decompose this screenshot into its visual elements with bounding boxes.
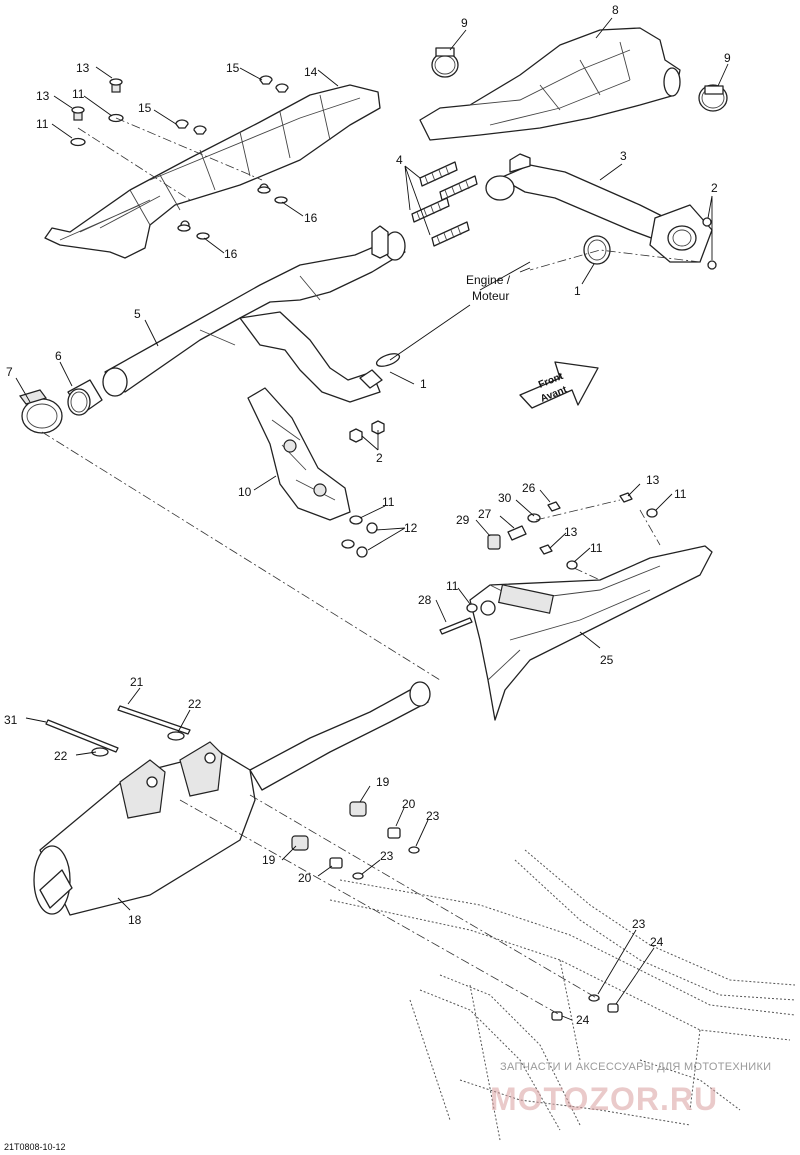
gasket-part-1-lower	[375, 353, 401, 367]
callout-7: 7	[6, 365, 13, 379]
leader-lines	[15, 17, 729, 1021]
heat-shield-part-10	[247, 387, 351, 521]
callout-2: 2	[711, 181, 718, 195]
callout-9: 9	[724, 51, 731, 65]
watermark-tagline: ЗАПЧАСТИ И АКСЕССУАРЫ ДЛЯ МОТОТЕХНИКИ	[500, 1061, 771, 1073]
clamp-part-7	[19, 389, 63, 434]
heat-shield-part-25	[469, 545, 713, 721]
engine-note-line2: Moteur	[472, 289, 509, 303]
gasket-part-1-upper	[583, 235, 611, 265]
callout-16: 16	[224, 247, 238, 261]
front-direction-arrow	[519, 361, 599, 409]
sleeve-part-6	[67, 379, 103, 416]
engine-note-line1: Engine /	[466, 273, 511, 287]
callout-22: 22	[188, 697, 202, 711]
callout-19: 19	[262, 853, 276, 867]
callout-labels: 1 1 2 2 3 4 5 6 7 8 9 9 10 11 11 11 11 1…	[4, 3, 771, 1152]
washers-part-11-12	[341, 515, 378, 558]
y-pipe-part-5	[102, 225, 406, 403]
callout-11: 11	[36, 117, 49, 131]
callout-26: 26	[522, 481, 536, 495]
callout-11: 11	[446, 579, 459, 593]
callout-13: 13	[646, 473, 660, 487]
callout-11: 11	[72, 87, 85, 101]
springs-part-4	[411, 161, 478, 247]
assembly-lines	[41, 117, 701, 1016]
callout-15: 15	[226, 61, 240, 75]
callout-2: 2	[376, 451, 383, 465]
callout-11: 11	[674, 487, 687, 501]
callout-5: 5	[134, 307, 141, 321]
callout-14: 14	[304, 65, 318, 79]
callout-10: 10	[238, 485, 252, 499]
callout-30: 30	[498, 491, 512, 505]
callout-9: 9	[461, 16, 468, 30]
callout-24: 24	[576, 1013, 590, 1027]
callout-20: 20	[298, 871, 312, 885]
nuts-part-2-lower	[349, 420, 385, 443]
callout-23: 23	[632, 917, 646, 931]
callout-29: 29	[456, 513, 470, 527]
nuts-part-2-upper	[702, 217, 717, 270]
callout-31: 31	[4, 713, 18, 727]
heat-shield-fasteners	[70, 75, 289, 240]
callout-24: 24	[650, 935, 664, 949]
callout-16: 16	[304, 211, 318, 225]
muffler-part-18	[33, 681, 431, 916]
callout-1: 1	[574, 284, 581, 298]
callout-20: 20	[402, 797, 416, 811]
fasteners-part-26-30	[439, 492, 658, 635]
callout-23: 23	[380, 849, 394, 863]
header-pipe-part-3	[485, 153, 713, 263]
callout-21: 21	[130, 675, 144, 689]
callout-23: 23	[426, 809, 440, 823]
drawing-code: 21T0808-10-12	[4, 1142, 66, 1152]
callout-25: 25	[600, 653, 614, 667]
callout-13: 13	[564, 525, 578, 539]
heat-shield-part-14	[44, 84, 381, 259]
bolts-part-21-31	[45, 705, 191, 757]
callout-4: 4	[396, 153, 403, 167]
callout-11: 11	[590, 541, 603, 555]
clamp-part-9-right	[698, 84, 728, 112]
callout-13: 13	[76, 61, 90, 75]
callout-8: 8	[612, 3, 619, 17]
exhaust-shield-part-8	[419, 27, 681, 141]
callout-12: 12	[404, 521, 418, 535]
callout-11: 11	[382, 495, 395, 509]
callout-19: 19	[376, 775, 390, 789]
vehicle-frame	[329, 849, 796, 1141]
callout-28: 28	[418, 593, 432, 607]
clamp-part-9-left	[431, 47, 459, 78]
callout-1: 1	[420, 377, 427, 391]
callout-18: 18	[128, 913, 142, 927]
callout-27: 27	[478, 507, 492, 521]
callout-6: 6	[55, 349, 62, 363]
callout-13: 13	[36, 89, 50, 103]
callout-3: 3	[620, 149, 627, 163]
callout-22: 22	[54, 749, 68, 763]
grommets-part-19-24	[291, 801, 619, 1021]
callout-15: 15	[138, 101, 152, 115]
watermark-site: MOTOZOR.RU	[490, 1081, 718, 1117]
